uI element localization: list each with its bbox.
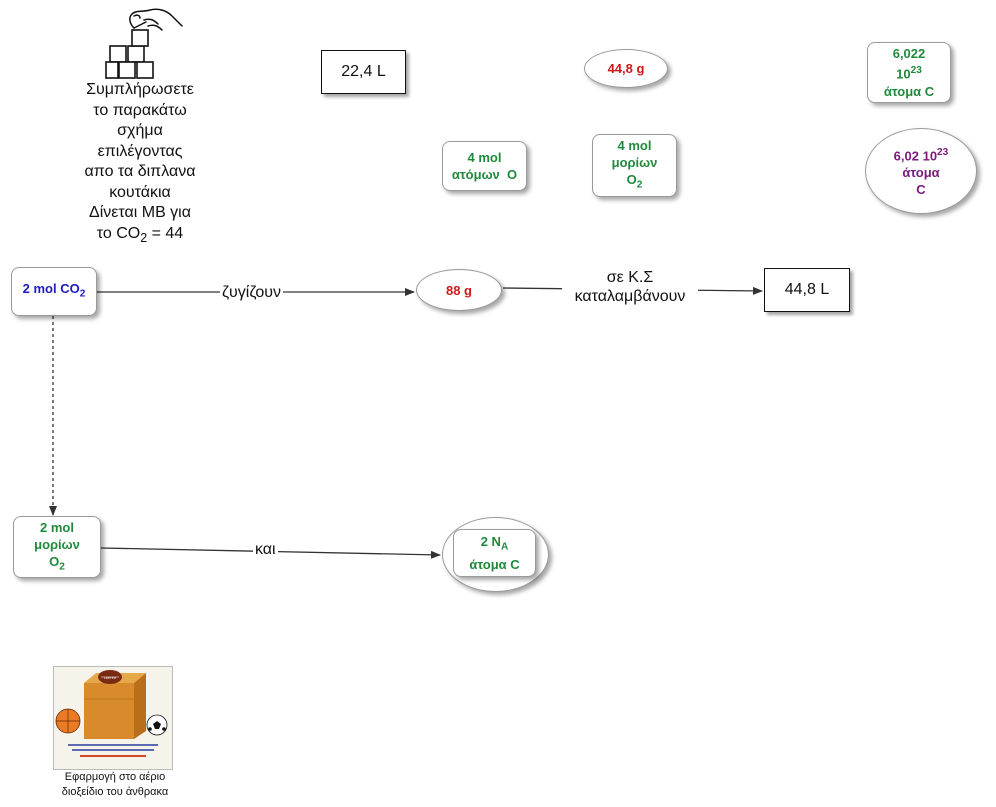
box-limited-label: LIMITED xyxy=(104,676,117,680)
instruction-line: το παρακάτω xyxy=(93,101,187,119)
palette-ellipse-602-atoms-c[interactable]: 6,02 1023 άτομα C xyxy=(865,128,977,214)
palette-box-22-4-L[interactable]: 22,4 L xyxy=(321,50,406,94)
instruction-line: απο τα διπλανα xyxy=(84,163,196,180)
instruction-line: Δίνεται ΜΒ για xyxy=(89,204,191,221)
instruction-line: σχήμα xyxy=(117,122,163,139)
edge-label-and: και xyxy=(253,540,278,559)
palette-card-6022-atoms-c[interactable]: 6,022 1023 άτομα C xyxy=(867,42,951,103)
node-2mol-molecules-o2[interactable]: 2 mol μορίων O2 xyxy=(13,516,101,578)
palette-card-4mol-molecules-o2[interactable]: 4 mol μορίων O2 xyxy=(592,134,677,197)
instruction-line: Συμπλήρωσετε xyxy=(86,81,194,98)
node-44-8-L[interactable]: 44,8 L xyxy=(764,268,850,312)
node-88g[interactable]: 88 g xyxy=(416,269,502,311)
edge-label-weigh: ζυγίζουν xyxy=(220,283,283,302)
palette-ellipse-label: 44,8 g xyxy=(607,61,645,76)
palette-ellipse-44-8-g[interactable]: 44,8 g xyxy=(584,49,668,88)
edge-label-stp: σε Κ.Σ καταλαμβάνουν xyxy=(562,268,698,306)
node-2na-atoms-c[interactable]: 2 NA άτομα C xyxy=(453,529,536,577)
application-caption: Εφαρμογή στο αέριο διοξείδιο του άνθρακα xyxy=(61,771,169,798)
instruction-line: κουτάκια xyxy=(109,183,171,201)
application-thumbnail[interactable]: LIMITED xyxy=(53,666,173,770)
molar-volume-box-illustration: LIMITED xyxy=(54,667,172,769)
instructions: Συμπλήρωσετε το παρακάτω σχήμα επιλέγοντ… xyxy=(72,80,208,248)
instruction-formula: το CO2 = 44 xyxy=(96,224,184,245)
node-2mol-co2[interactable]: 2 mol CO2 xyxy=(11,267,97,316)
palette-card-4mol-atoms-o[interactable]: 4 mol ατόμων Ο xyxy=(442,141,527,191)
instruction-line: επιλέγοντας xyxy=(97,142,183,160)
hand-blocks-icon xyxy=(105,8,183,79)
palette-box-label: 22,4 L xyxy=(341,63,386,80)
